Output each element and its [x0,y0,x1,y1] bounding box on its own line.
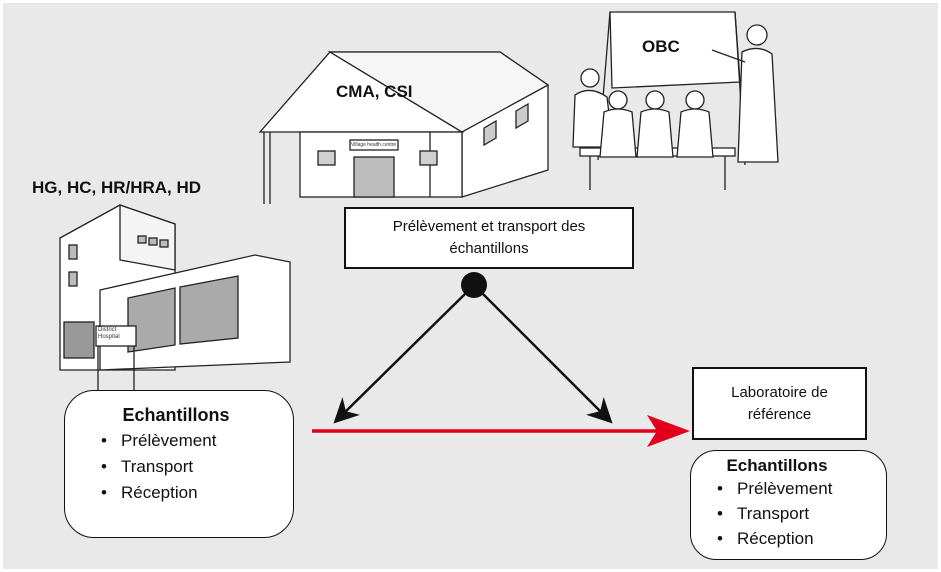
collection-transport-box: Prélèvement et transport des échantillon… [344,207,634,269]
peripheral-samples-title: Echantillons [122,405,230,425]
health-centre-building-icon [258,51,550,204]
junction-dot [461,272,487,298]
red-arrow-head [647,415,690,447]
reference-lab-box: Laboratoire de référence [692,367,867,440]
reference-samples-panel: Echantillons •Prélèvement •Transport •Ré… [690,450,887,560]
list-item: •Prélèvement [101,431,217,450]
district-hospital-sign: District Hospital [98,327,120,340]
arrow-to-peripheral [333,292,467,424]
peripheral-samples-panel: Echantillons •Prélèvement •Transport •Ré… [64,390,294,538]
hospitals-label: HG, HC, HR/HRA, HD [32,178,202,197]
list-item: •Réception [717,529,814,548]
district-hospital-building-icon [59,204,291,390]
reference-lab-text: Laboratoire de référence [731,383,828,423]
village-health-centre-sign: Village health centre [351,142,397,148]
reference-samples-list: •Prélèvement •Transport •Réception [717,476,886,551]
list-item: •Transport [101,457,194,476]
peripheral-samples-list: •Prélèvement •Transport •Réception [101,428,293,506]
obc-label: OBC [642,37,680,56]
community-education-scene-icon [572,11,779,190]
list-item: •Prélèvement [717,479,833,498]
list-item: •Réception [101,483,198,502]
collection-transport-text: Prélèvement et transport des échantillon… [392,218,586,257]
reference-samples-title: Echantillons [726,456,828,475]
list-item: •Transport [717,504,810,523]
cma-csi-label: CMA, CSI [336,82,413,101]
arrow-to-reference [481,292,613,424]
